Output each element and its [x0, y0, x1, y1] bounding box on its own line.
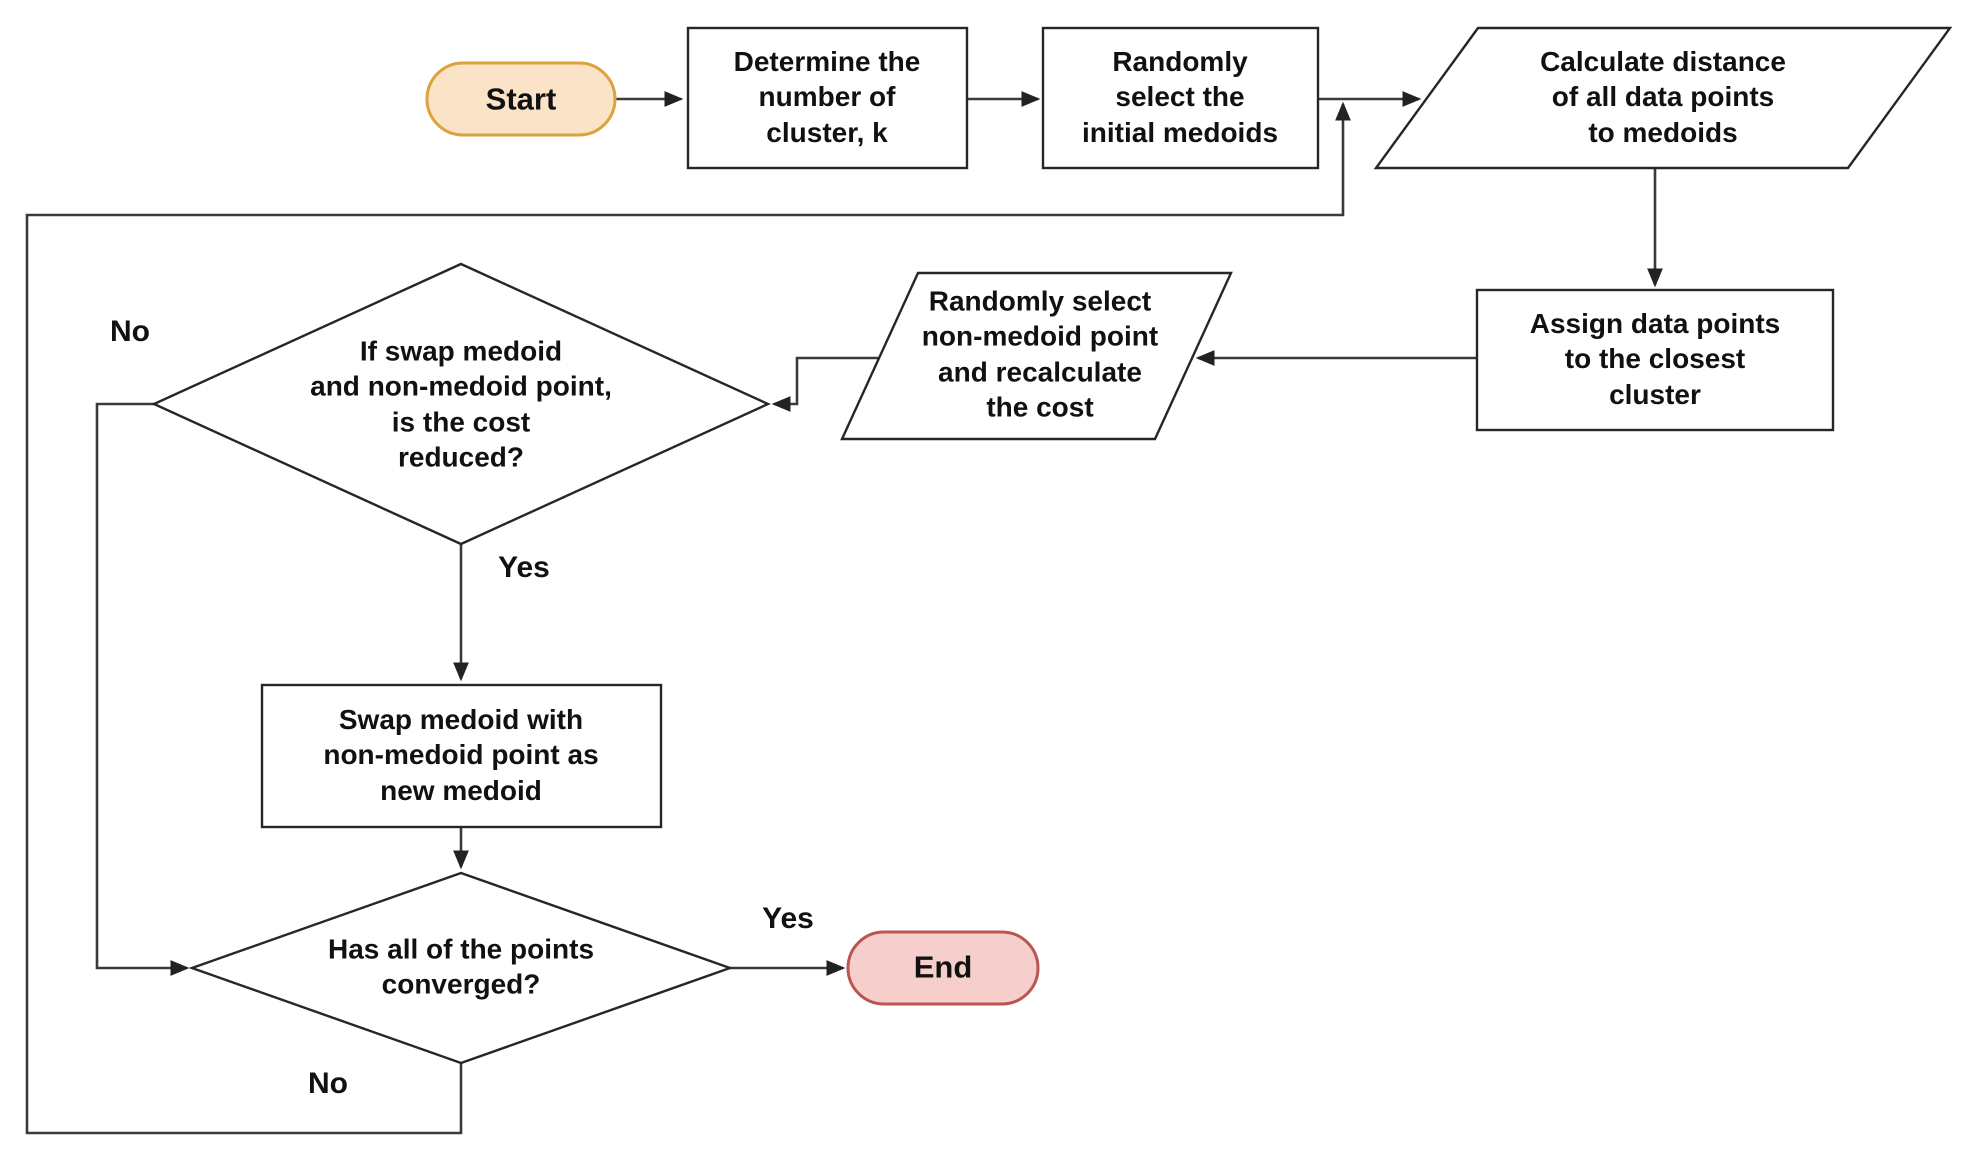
select-initial-medoids-label: Randomly select the initial medoids: [1081, 46, 1279, 148]
cost-reduced-no-edge-label: No: [110, 315, 150, 348]
process-select-initial-medoids-shape: [1041, 26, 1320, 170]
process-assign-points-shape: [1475, 288, 1835, 432]
edge-cost-reduced-no-to-converged: [95, 402, 190, 976]
converged-label: Has all of the points converged?: [327, 933, 595, 1000]
process-determine-k-shape: [686, 26, 969, 170]
data-reselect-recalculate-shape: [840, 271, 1233, 441]
swap-medoid-label: Swap medoid with non-medoid point as new…: [323, 704, 599, 806]
cost-reduced-label: If swap medoid and non-medoid point, is …: [310, 335, 612, 473]
end-terminator-shape: [846, 930, 1040, 1006]
edge-converged-no-loop-to-main-flow: [25, 101, 1351, 1135]
data-calculate-distance-shape: [1373, 26, 1953, 170]
edge-reselect-to-cost-reduced: [771, 356, 879, 412]
end-label: End: [913, 949, 973, 985]
converged-no-edge-label: No: [308, 1067, 348, 1100]
determine-k-label: Determine the number of cluster, k: [733, 46, 921, 148]
decision-cost-reduced-shape: [151, 262, 771, 546]
calculate-distance-label: Calculate distance of all data points to…: [1540, 46, 1786, 148]
converged-yes-edge-label: Yes: [762, 902, 814, 935]
cost-reduced-yes-edge-label: Yes: [498, 551, 550, 584]
start-terminator-shape: [425, 61, 617, 137]
process-swap-medoid-shape: [260, 683, 663, 829]
assign-points-label: Assign data points to the closest cluste…: [1529, 308, 1781, 410]
start-label: Start: [485, 81, 557, 117]
reselect-recalculate-label: Randomly select non-medoid point and rec…: [921, 285, 1159, 423]
decision-converged-shape: [188, 871, 734, 1065]
